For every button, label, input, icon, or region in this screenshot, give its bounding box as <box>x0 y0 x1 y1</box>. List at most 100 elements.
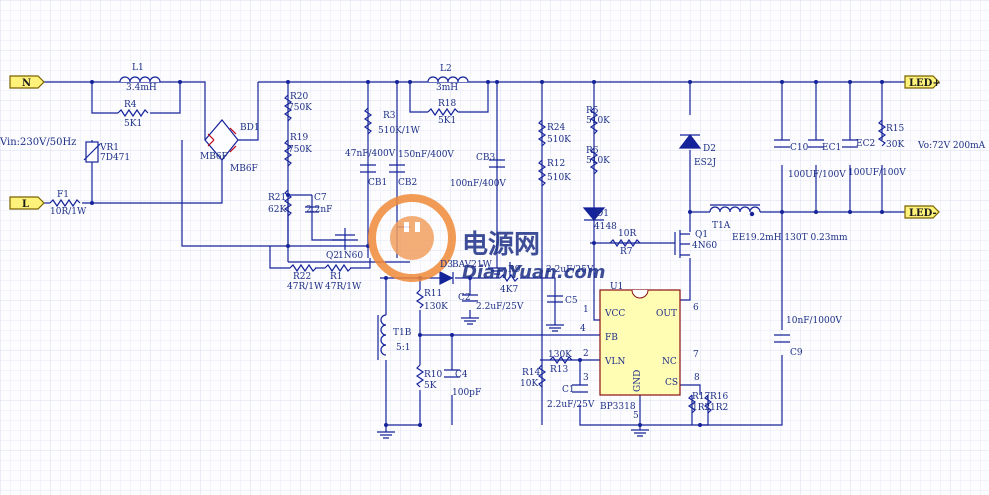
watermark-en: DianYuan.com <box>462 262 606 283</box>
port-l-connector <box>9 196 45 210</box>
resistor-r13 <box>549 355 573 365</box>
value-r5: 510K <box>586 116 610 126</box>
value-r3: 510K/1W <box>378 126 421 136</box>
label-d2: D2 <box>703 144 716 154</box>
pin-number-7: 7 <box>693 350 699 360</box>
diode-d3 <box>439 271 454 285</box>
label-r10: R10 <box>424 370 443 380</box>
pin-number-5: 5 <box>633 411 639 421</box>
label-d3: D3 <box>440 260 453 270</box>
labels: N L LED+ LED- Vin:230V/50Hz Vo:72V 200mA… <box>0 63 986 413</box>
resistor-r4 <box>117 108 149 118</box>
resistor-r3 <box>363 107 373 135</box>
value-cb3: 100nF/400V <box>450 179 506 189</box>
label-ec2: EC2 <box>856 139 875 149</box>
resistor-r9 <box>499 273 519 283</box>
resistor-r5 <box>589 107 599 135</box>
resistor-r2 <box>609 238 641 248</box>
value-r17: 1R2 <box>692 403 710 413</box>
diode-d1 <box>582 207 606 221</box>
value-r4: 5K1 <box>124 119 142 129</box>
value-r1: 47R/1W <box>325 282 362 292</box>
label-vr1: VR1 <box>99 143 119 153</box>
port-led-minus-connector <box>904 205 940 219</box>
value-r20: 750K <box>288 103 312 113</box>
capacitor-cb1 <box>360 164 376 173</box>
label-r3: R3 <box>383 111 396 121</box>
u1-name: BP3318 <box>600 402 636 412</box>
resistor-r17 <box>687 394 697 414</box>
pin-vln-label: VLN <box>604 357 625 367</box>
value-r24: 510K <box>547 135 571 145</box>
value-c9: 10nF/1000V <box>786 316 842 326</box>
resistor-r21 <box>283 189 293 217</box>
pin-number-3: 3 <box>583 373 589 383</box>
value-c10: 100UF/100V <box>788 170 846 180</box>
label-r20: R20 <box>290 92 309 102</box>
label-r11: R11 <box>424 289 442 299</box>
pin-number-2: 2 <box>583 349 589 359</box>
ground-3 <box>461 317 479 325</box>
watermark-cn: 电源网 <box>462 230 540 260</box>
pin-number-8: 8 <box>694 373 700 383</box>
inductor-l1 <box>119 76 161 83</box>
label-r1: R1 <box>330 272 343 282</box>
label-r15: R15 <box>886 124 905 134</box>
capacitor-cb3 <box>489 159 505 168</box>
capacitor-c1 <box>572 384 588 393</box>
ground-5 <box>631 429 649 437</box>
value-c5: 2.2uF/25V <box>546 265 594 275</box>
value-r13: 130K <box>548 350 572 360</box>
label-c1: C1 <box>562 385 575 395</box>
transformer-t1a <box>709 204 761 213</box>
value-d3: BAV21W <box>452 260 493 270</box>
ground-1 <box>488 267 506 275</box>
transformer-t1b <box>377 314 387 360</box>
value-cb1: 47nF/400V <box>345 149 396 159</box>
value-r6: 510K <box>586 156 610 166</box>
capacitor-c10 <box>774 139 790 148</box>
label-r14: R14 <box>522 368 541 378</box>
port-led-plus-connector <box>904 75 940 89</box>
label-cb3: CB3 <box>476 153 496 163</box>
junctions <box>90 80 884 427</box>
fuse-f1 <box>49 198 81 208</box>
port-l-label: L <box>22 199 29 210</box>
bridge-rectifier-bd1 <box>204 119 239 161</box>
capacitor-cb2 <box>389 164 405 173</box>
label-bd1: BD1 <box>240 123 260 133</box>
label-r4: R4 <box>124 100 137 110</box>
resistor-r6 <box>589 147 599 175</box>
value-r16: 1R2 <box>710 403 728 413</box>
label-r22: R22 <box>293 272 311 282</box>
pin-fb-label: FB <box>605 333 618 343</box>
label-l1: L1 <box>132 63 144 73</box>
inductor-l2 <box>427 76 469 83</box>
pin-number-4: 4 <box>580 324 586 334</box>
value-d2: ES2J <box>694 158 716 168</box>
resistor-r11 <box>415 289 425 309</box>
label-r6: R6 <box>586 146 599 156</box>
pin-nc-label: NC <box>662 357 677 367</box>
label-c2: C2 <box>458 293 471 303</box>
resistor-r18 <box>427 107 459 117</box>
value-d1: 4148 <box>594 222 617 232</box>
wires <box>40 81 905 432</box>
capacitor-c5 <box>547 295 563 303</box>
value-r18: 5K1 <box>438 116 456 126</box>
label-r24: R24 <box>547 123 566 133</box>
value-c4: 100pF <box>452 388 481 398</box>
pin-cs-label: CS <box>665 378 678 388</box>
value-r10: 5K <box>424 381 437 391</box>
value-cb2: 150nF/400V <box>398 150 454 160</box>
label-q1: Q1 <box>695 230 708 240</box>
capacitor-ec1 <box>808 139 824 148</box>
value-l1: 3.4mH <box>126 83 157 93</box>
label-c7: C7 <box>314 193 327 203</box>
ground-2 <box>546 324 564 332</box>
value-r22: 47R/1W <box>287 282 324 292</box>
resistor-r12 <box>537 159 547 187</box>
pin-number-1: 1 <box>583 305 589 315</box>
capacitor-c9 <box>774 334 790 343</box>
